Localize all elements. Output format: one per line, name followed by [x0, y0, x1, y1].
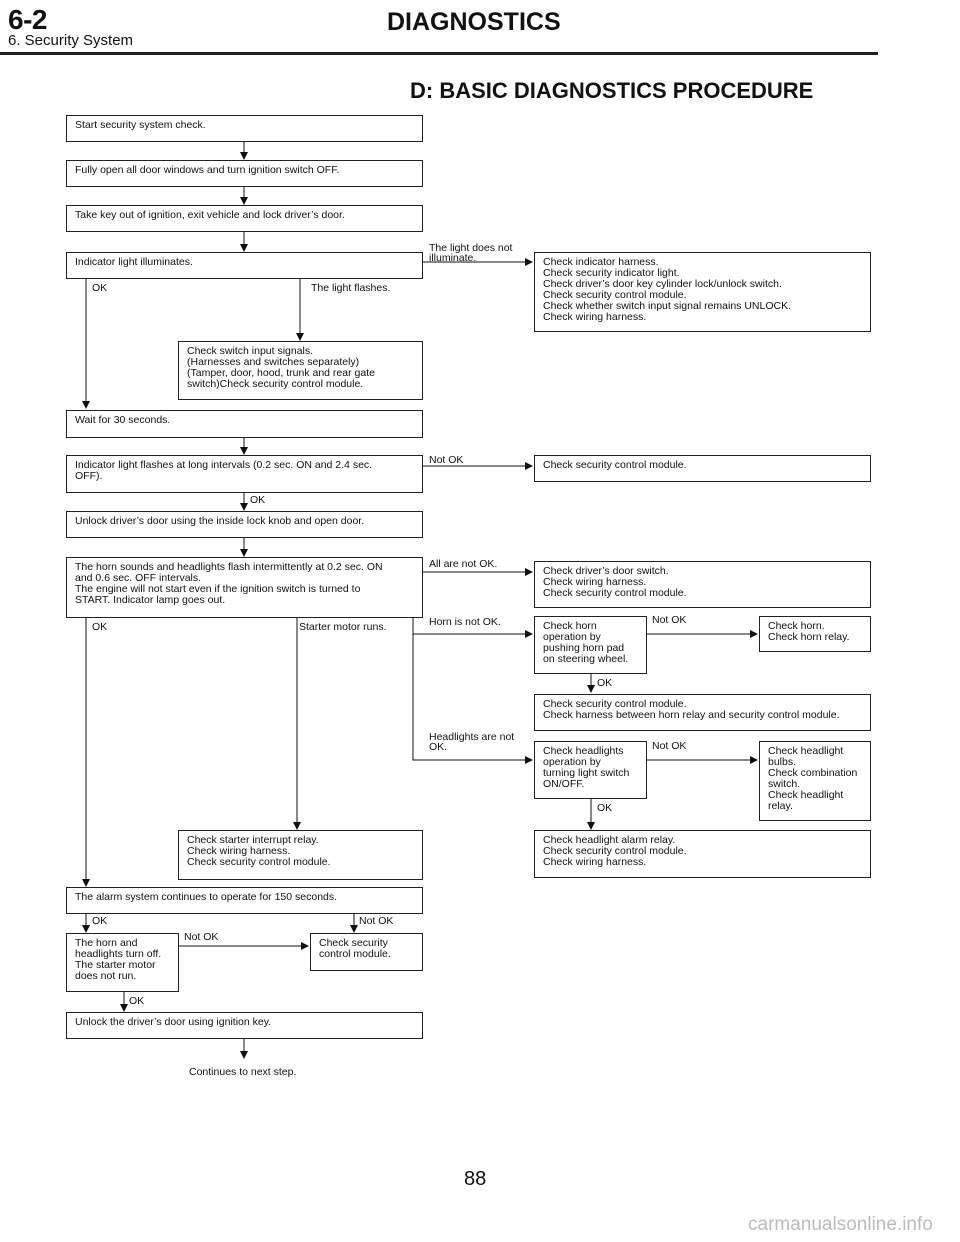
site-watermark: carmanualsonline.info: [748, 1214, 933, 1235]
check-horn-operation: Check horn operation by pushing horn pad…: [534, 616, 647, 674]
step-start-check: Start security system check.: [66, 115, 423, 142]
label-light-not-illuminate: The light does not illuminate.: [429, 242, 513, 264]
section-code: 6-2: [8, 4, 47, 35]
label-ok: OK: [250, 494, 266, 506]
chapter-subtitle: 6. Security System: [8, 32, 134, 49]
step-wait-30-seconds: Wait for 30 seconds.: [66, 410, 423, 438]
label-ok: OK: [92, 621, 108, 633]
remedy-horn-relay: Check horn. Check horn relay.: [759, 616, 871, 652]
label-horn-not-ok: Horn is not OK.: [429, 616, 501, 628]
label-ok: OK: [92, 282, 108, 294]
remedy-indicator-harness: Check indicator harness. Check security …: [534, 252, 871, 332]
remedy-horn-harness: Check security control module. Check har…: [534, 694, 871, 731]
step-check-security-module: Check security control module.: [310, 933, 423, 971]
step-alarm-150-seconds: The alarm system continues to operate fo…: [66, 887, 423, 914]
label-starter-runs: Starter motor runs.: [299, 621, 387, 633]
chapter-title: DIAGNOSTICS: [387, 8, 561, 36]
step-horn-lights-off: The horn and headlights turn off. The st…: [66, 933, 179, 992]
check-headlights-operation: Check headlights operation by turning li…: [534, 741, 647, 799]
remedy-headlight-alarm-relay: Check headlight alarm relay. Check secur…: [534, 830, 871, 878]
section-title: D: BASIC DIAGNOSTICS PROCEDURE: [410, 78, 814, 103]
step-open-windows: Fully open all door windows and turn ign…: [66, 160, 423, 187]
step-check-switch-inputs: Check switch input signals. (Harnesses a…: [178, 341, 423, 400]
label-ok: OK: [597, 677, 613, 689]
step-horn-headlights-alarm: The horn sounds and headlights flash int…: [66, 557, 423, 618]
label-ok: OK: [92, 915, 108, 927]
label-ok: OK: [129, 995, 145, 1007]
label-headlights-not-ok: Headlights are not OK.: [429, 731, 515, 753]
remedy-headlight-bulbs: Check headlight bulbs. Check combination…: [759, 741, 871, 821]
label-ok: OK: [597, 802, 613, 814]
step-indicator-flashes: Indicator light flashes at long interval…: [66, 455, 423, 493]
remedy-security-module: Check security control module.: [534, 455, 871, 482]
label-not-ok: Not OK: [429, 454, 464, 466]
step-unlock-inside-knob: Unlock driver’s door using the inside lo…: [66, 511, 423, 538]
label-not-ok: Not OK: [652, 740, 687, 752]
step-indicator-illuminates: Indicator light illuminates.: [66, 252, 423, 279]
step-check-starter-relay: Check starter interrupt relay. Check wir…: [178, 830, 423, 880]
continues-next-step: Continues to next step.: [189, 1066, 297, 1078]
label-not-ok: Not OK: [359, 915, 394, 927]
label-all-not-ok: All are not OK.: [429, 558, 498, 570]
remedy-door-switch: Check driver’s door switch. Check wiring…: [534, 561, 871, 608]
label-light-flashes: The light flashes.: [311, 282, 391, 294]
step-lock-door: Take key out of ignition, exit vehicle a…: [66, 205, 423, 232]
step-unlock-ignition-key: Unlock the driver’s door using ignition …: [66, 1012, 423, 1039]
header-rule: [0, 52, 878, 55]
label-not-ok: Not OK: [184, 931, 219, 943]
label-not-ok: Not OK: [652, 614, 687, 626]
page-number: 88: [464, 1168, 487, 1190]
